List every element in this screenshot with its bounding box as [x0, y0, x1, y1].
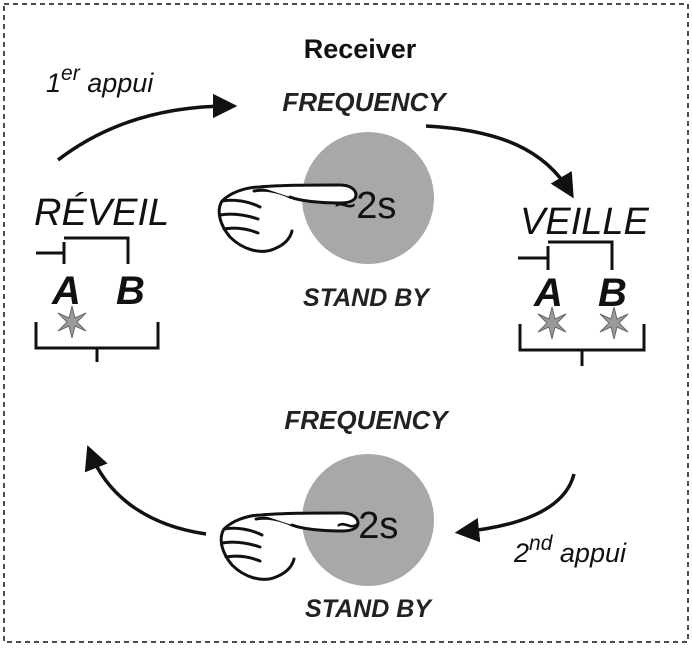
reveil-switch-line	[36, 236, 130, 264]
arrow-to-veille	[425, 124, 574, 199]
page-title: Receiver	[304, 34, 417, 64]
reveil-a-label: A	[51, 269, 81, 313]
bottom-duration-label: ~2s	[336, 505, 398, 547]
first-press-label: 1er appui	[46, 62, 154, 98]
reveil-b-label: B	[116, 269, 145, 313]
arrow-first-press	[56, 93, 238, 162]
state-reveil-label: RÉVEIL	[34, 191, 169, 234]
bottom-standby-label: STAND BY	[305, 595, 433, 623]
second-press-label: 2nd appui	[513, 532, 627, 568]
top-duration-label: ~2s	[334, 185, 396, 227]
arrow-second-press	[454, 473, 576, 543]
veille-a-label: A	[533, 271, 563, 315]
top-standby-label: STAND BY	[303, 284, 431, 312]
dashed-frame	[3, 3, 689, 643]
bottom-frequency-label: FREQUENCY	[284, 405, 450, 435]
reveil-base-bracket	[34, 322, 160, 362]
state-reveil: RÉVEIL A B	[34, 191, 169, 362]
top-receiver-button[interactable]	[302, 132, 434, 264]
bottom-receiver-button[interactable]	[302, 454, 434, 586]
veille-b-label: B	[598, 271, 627, 315]
veille-base-bracket	[518, 324, 646, 366]
state-veille: VEILLE A B	[518, 201, 650, 366]
top-frequency-label: FREQUENCY	[282, 87, 448, 117]
arrow-to-reveil	[84, 445, 207, 536]
state-veille-label: VEILLE	[520, 201, 650, 243]
veille-switch-line	[518, 240, 614, 270]
